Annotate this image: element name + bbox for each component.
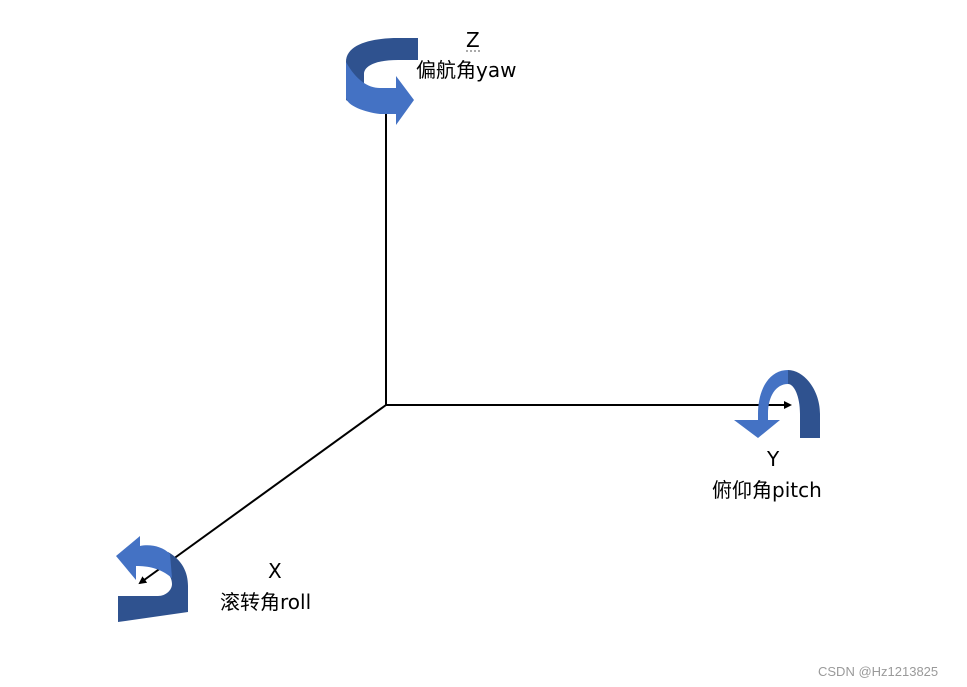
z-axis-letter: Z bbox=[466, 28, 480, 52]
pitch-label: 俯仰角pitch bbox=[712, 478, 822, 502]
roll-label: 滚转角roll bbox=[220, 590, 311, 614]
axis-lines bbox=[138, 98, 792, 585]
x-axis-line bbox=[138, 404, 387, 585]
roll-rotation-arrow-icon bbox=[116, 536, 188, 622]
pitch-rotation-arrow-icon bbox=[734, 370, 820, 438]
x-axis-letter: X bbox=[268, 559, 282, 583]
yaw-rotation-arrow-icon bbox=[346, 38, 418, 125]
watermark-text: CSDN @Hz1213825 bbox=[818, 664, 938, 679]
y-axis-letter: Y bbox=[766, 447, 780, 471]
yaw-label: 偏航角yaw bbox=[416, 58, 516, 82]
